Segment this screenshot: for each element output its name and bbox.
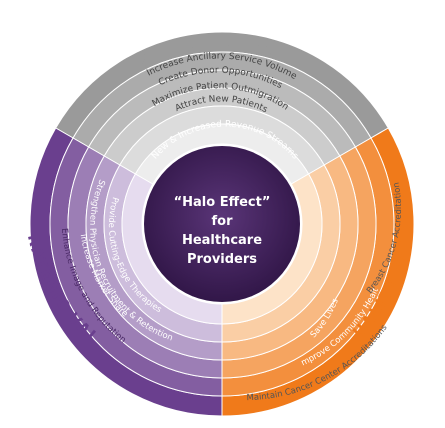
center-line-3: Healthcare bbox=[182, 233, 262, 248]
ring-bands bbox=[29, 31, 415, 417]
center-line-4: Providers bbox=[187, 252, 257, 267]
center-line-2: for bbox=[212, 214, 234, 229]
center-line-1: “Halo Effect” bbox=[174, 195, 271, 210]
center-circle bbox=[144, 146, 300, 302]
strategic-band bbox=[121, 173, 223, 325]
